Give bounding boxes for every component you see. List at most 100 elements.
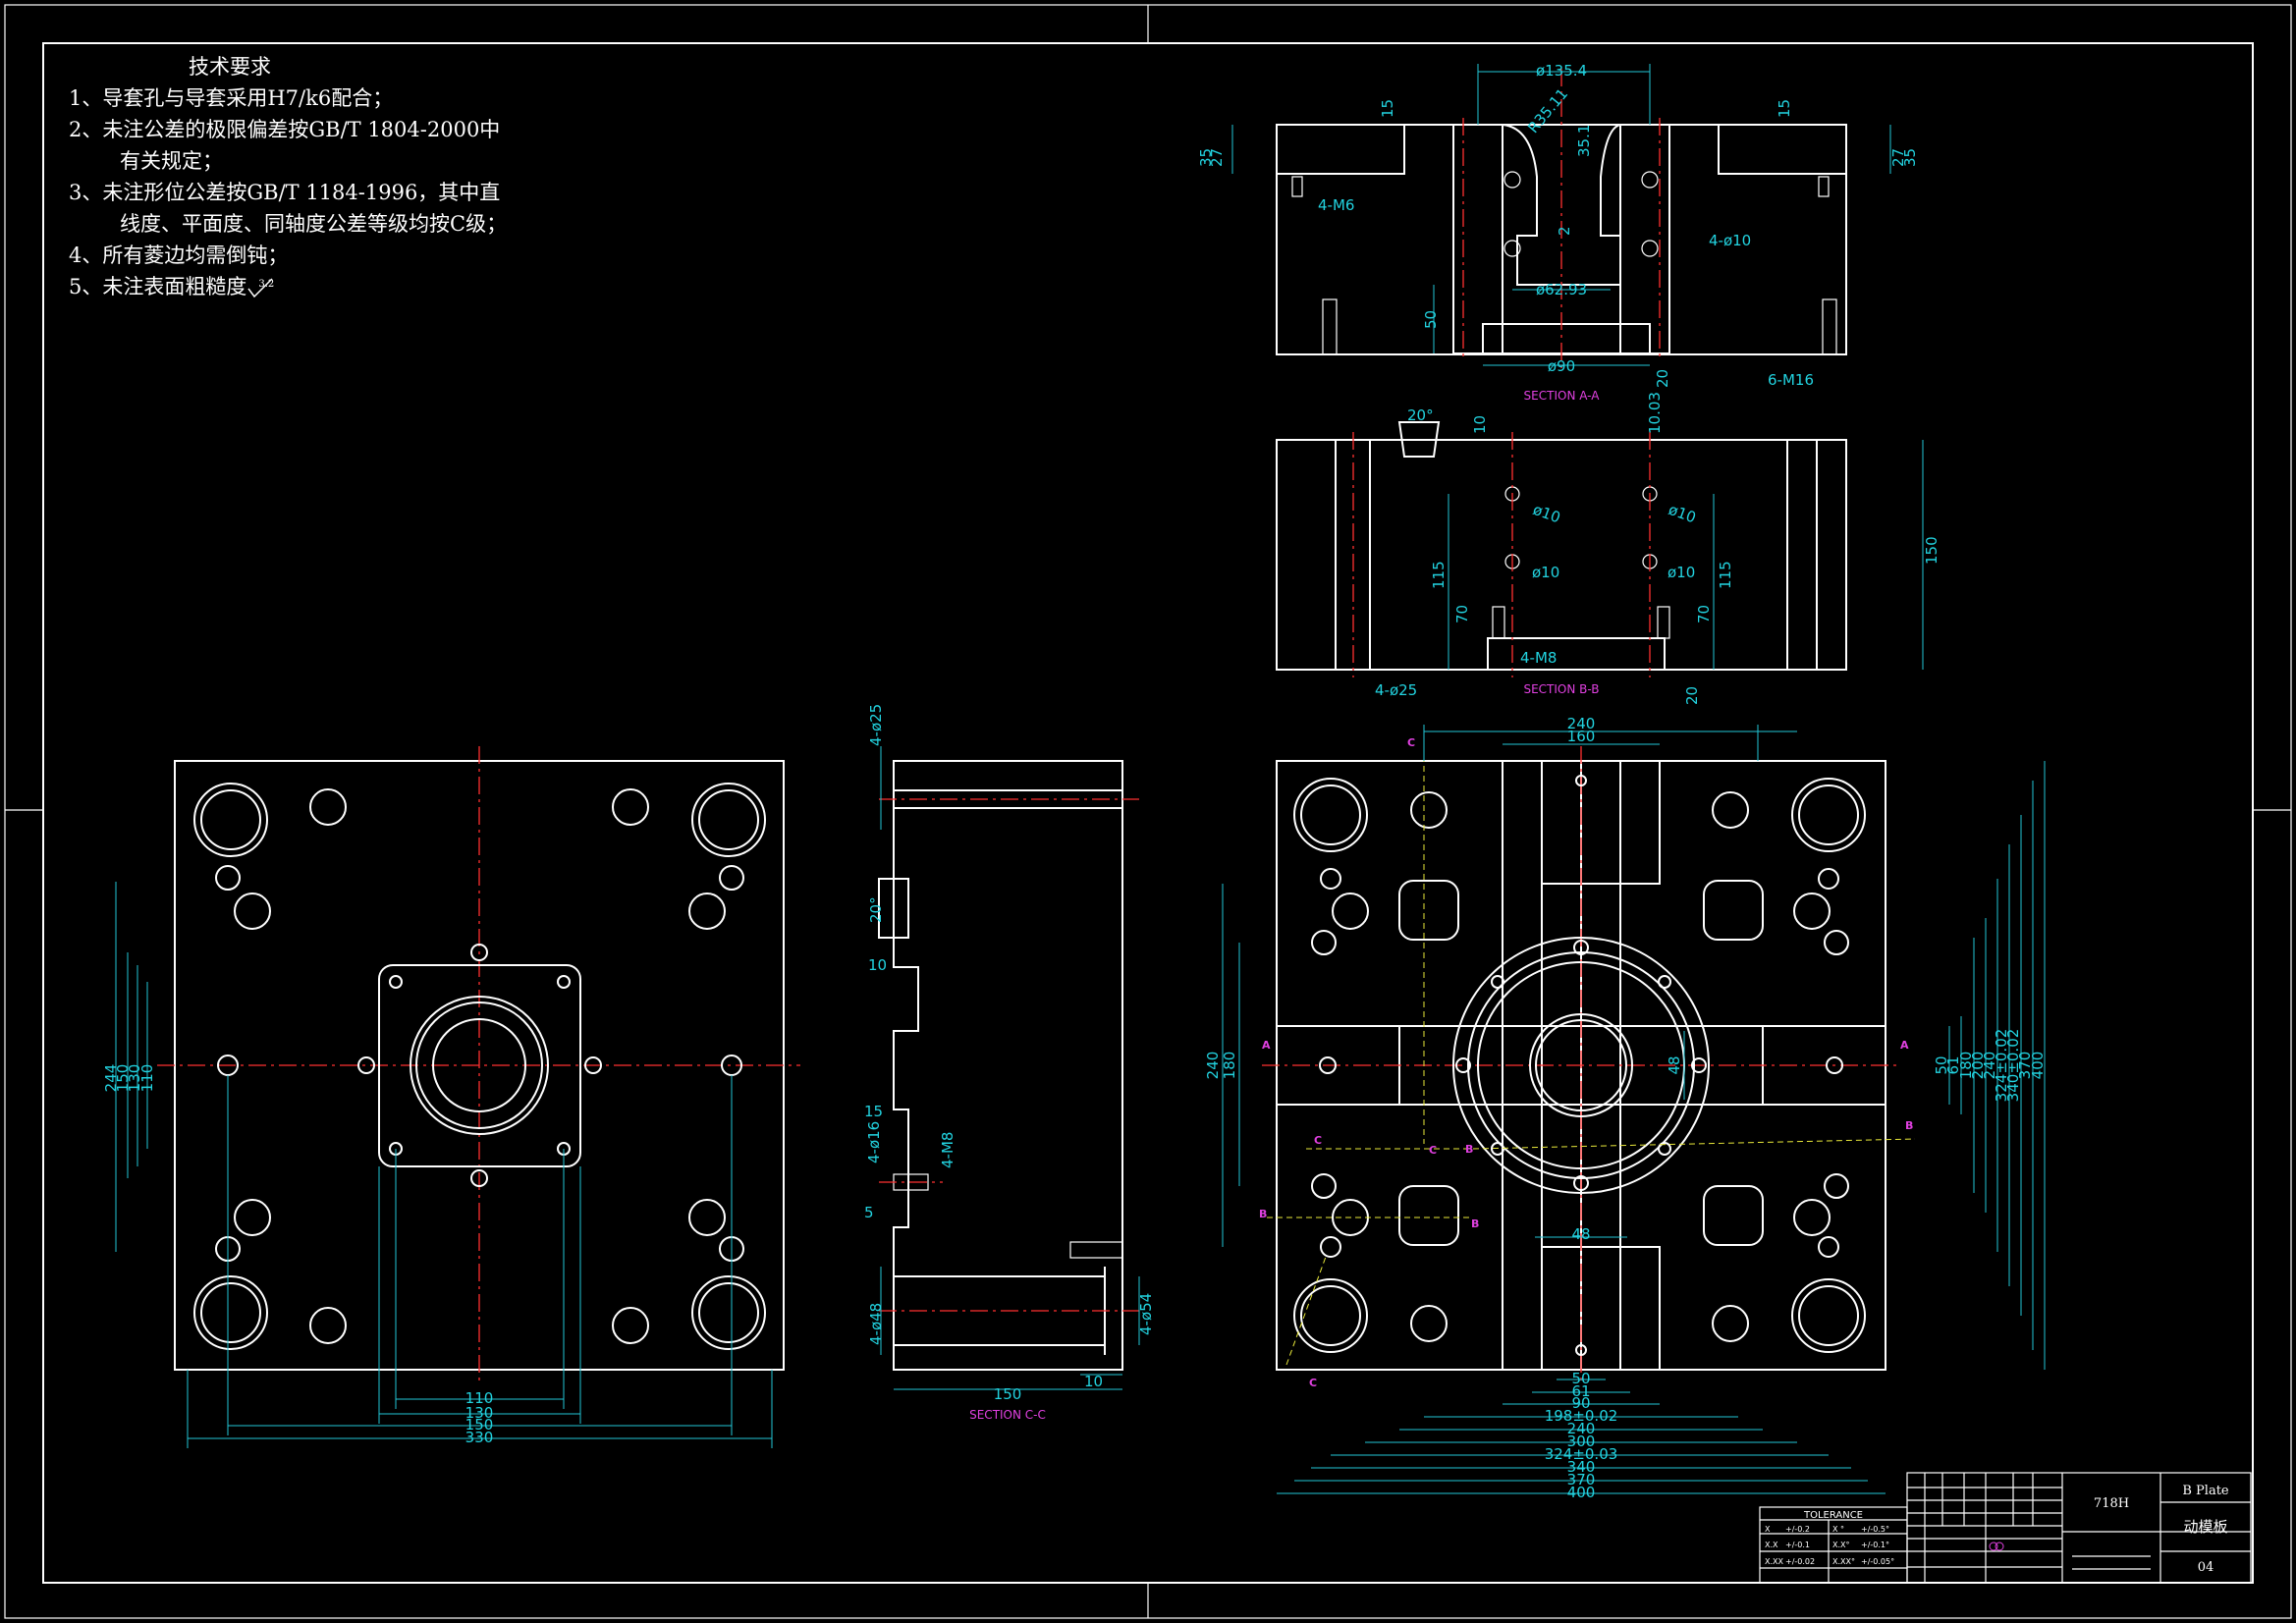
tol-r3-c1: X.XX xyxy=(1765,1557,1784,1566)
dim-side-3: 200 xyxy=(1969,1052,1987,1080)
dim-bottom-3: 198±0.02 xyxy=(1545,1407,1618,1425)
dim-aa-h4: 50 xyxy=(1422,310,1440,329)
note-line-5-text: 5、未注表面粗糙度 xyxy=(69,275,247,298)
dim-bb-d3: ø10 xyxy=(1532,564,1559,581)
dim-bb-j: 20 xyxy=(1683,686,1701,705)
dim-bb-e: 150 xyxy=(1923,536,1941,565)
note-line-3: 3、未注形位公差按GB/T 1184-1996，其中直 xyxy=(69,181,501,204)
dim-right-top-a: 240 xyxy=(1567,715,1596,732)
section-aa-view: ø135.4 R35.11 35.1 2 ø62.93 ø90 6-M16 4-… xyxy=(1197,62,1919,403)
material-label: 718H xyxy=(2094,1496,2129,1511)
tol-r2-c2: +/-0.1 xyxy=(1785,1541,1810,1549)
technical-notes: 技术要求 1、导套孔与导套采用H7/k6配合； 2、未注公差的极限偏差按GB/T… xyxy=(69,51,507,302)
dim-right-left-b: 180 xyxy=(1221,1052,1238,1080)
note-line-5: 5、未注表面粗糙度 3.2 xyxy=(69,271,507,302)
part-name-cn: 动模板 xyxy=(2183,1518,2227,1536)
dim-bb-h: 4-M8 xyxy=(1520,649,1557,667)
dim-bottom-0: 50 xyxy=(1571,1370,1590,1387)
drawing-border xyxy=(4,4,2292,1619)
note-line-2b: 有关规定； xyxy=(120,149,223,173)
dim-bottom-9: 400 xyxy=(1567,1484,1596,1501)
dim-aa-d4: ø90 xyxy=(1548,357,1575,375)
dim-aa-h6: 2 xyxy=(1556,226,1573,236)
dim-left-h: 330 xyxy=(465,1429,494,1446)
dim-aa-d2: 35.1 xyxy=(1575,125,1593,157)
dim-bb-c: 10.03 xyxy=(1646,392,1664,434)
dim-aa-r: R35.11 xyxy=(1524,85,1571,136)
section-cc-view: 4-ø25 20° 10 15 4-ø16 4-M8 5 4-ø48 4-ø54… xyxy=(864,704,1155,1422)
marker-b-1: B xyxy=(1465,1143,1473,1156)
dim-aa-h3b: 35 xyxy=(1901,148,1919,167)
dim-side-7: 370 xyxy=(2016,1052,2034,1080)
dim-bb-f1: 115 xyxy=(1430,561,1448,589)
marker-c-3: C xyxy=(1429,1144,1437,1157)
dim-aa-h2: 27 xyxy=(1208,148,1226,167)
tol-r3-c2: +/-0.02 xyxy=(1785,1557,1815,1566)
dim-cc-a: 4-ø25 xyxy=(867,704,885,746)
dim-aa-h1b: 15 xyxy=(1776,99,1793,118)
dim-aa-h1: 15 xyxy=(1379,99,1396,118)
tol-r2-c1: X.X xyxy=(1765,1541,1778,1549)
dim-left-b: 150 xyxy=(114,1064,132,1093)
dim-right-top-b: 160 xyxy=(1567,728,1596,745)
dim-bottom-6: 324±0.03 xyxy=(1545,1445,1618,1463)
marker-c-4: C xyxy=(1309,1377,1317,1389)
marker-b-3: B xyxy=(1259,1208,1267,1220)
dim-aa-d5: 6-M16 xyxy=(1768,371,1814,389)
drawing-number: 04 xyxy=(2198,1560,2214,1575)
dim-bottom-5: 300 xyxy=(1567,1433,1596,1450)
dim-left-e: 110 xyxy=(465,1389,494,1407)
note-line-4: 4、所有菱边均需倒钝； xyxy=(69,243,289,267)
tol-r1-c1: X xyxy=(1765,1525,1771,1534)
dim-bb-a: 20° xyxy=(1407,406,1434,424)
dim-aa-d3: ø62.93 xyxy=(1536,281,1587,298)
dim-side-4: 240 xyxy=(1981,1052,1998,1080)
dim-cc-h: 4-ø48 xyxy=(867,1303,885,1345)
notes-title: 技术要求 xyxy=(189,55,271,79)
marker-a-left: A xyxy=(1262,1039,1271,1052)
dim-side-0: 50 xyxy=(1933,1055,1950,1074)
dim-bb-i: 4-ø25 xyxy=(1375,681,1417,699)
dim-bottom-2: 90 xyxy=(1571,1394,1590,1412)
dim-cc-g: 5 xyxy=(864,1204,874,1221)
dim-bb-d2: ø10 xyxy=(1667,501,1699,527)
dim-cc-d: 15 xyxy=(864,1103,883,1120)
note-line-2: 2、未注公差的极限偏差按GB/T 1804-2000中 xyxy=(69,118,501,141)
tol-r2-c3: X.X° xyxy=(1832,1541,1850,1549)
dim-side-5: 324±0.02 xyxy=(1993,1029,2010,1103)
right-plan-view: 240 160 240 180 48 48 50 61 180 200 240 … xyxy=(1204,715,2047,1501)
note-line-3b: 线度、平面度、同轴度公差等级均按C级； xyxy=(120,212,508,236)
dim-side-1: 61 xyxy=(1944,1055,1962,1074)
dim-cc-e: 4-ø16 xyxy=(865,1121,883,1163)
dim-bottom-8: 370 xyxy=(1567,1471,1596,1488)
part-name-en: B Plate xyxy=(2182,1484,2229,1498)
dim-aa-h3: 35 xyxy=(1197,148,1215,167)
marker-c-1: C xyxy=(1407,736,1415,749)
tolerance-title: TOLERANCE xyxy=(1803,1510,1863,1521)
marker-a-right: A xyxy=(1900,1039,1909,1052)
dim-cc-c: 10 xyxy=(868,956,887,974)
title-block: TOLERANCE X +/-0.2 X ° +/-0.5° X.X +/-0.… xyxy=(1759,1472,2252,1584)
dim-side-2: 180 xyxy=(1957,1052,1975,1080)
dim-bb-g2: 70 xyxy=(1695,605,1713,623)
tol-r3-c3: X.XX° xyxy=(1832,1557,1855,1566)
dim-right-left-a: 240 xyxy=(1204,1052,1222,1080)
roughness-check-icon xyxy=(247,277,273,298)
dim-bb-d1: ø10 xyxy=(1531,501,1563,527)
section-aa-label: SECTION A-A xyxy=(1524,389,1601,403)
dim-left-c: 130 xyxy=(126,1064,143,1093)
dim-left-a: 244 xyxy=(102,1064,120,1093)
dim-bb-d4: ø10 xyxy=(1667,564,1695,581)
tol-r1-c2: +/-0.2 xyxy=(1785,1525,1810,1534)
dim-side-8: 400 xyxy=(2029,1052,2047,1080)
dim-cc-i: 4-ø54 xyxy=(1137,1293,1155,1335)
dim-aa-d6: 4-M6 xyxy=(1318,196,1354,214)
roughness-value: 3.2 xyxy=(258,278,275,290)
tol-r1-c3: X ° xyxy=(1832,1525,1844,1534)
roughness-symbol: 3.2 xyxy=(246,277,276,300)
marker-b-2: B xyxy=(1905,1119,1913,1132)
dim-left-f: 130 xyxy=(465,1404,494,1422)
section-bb-view: 20° 10 10.03 ø10 ø10 ø10 ø10 150 115 115… xyxy=(1276,392,1941,705)
tol-r3-c4: +/-0.05° xyxy=(1861,1557,1894,1566)
